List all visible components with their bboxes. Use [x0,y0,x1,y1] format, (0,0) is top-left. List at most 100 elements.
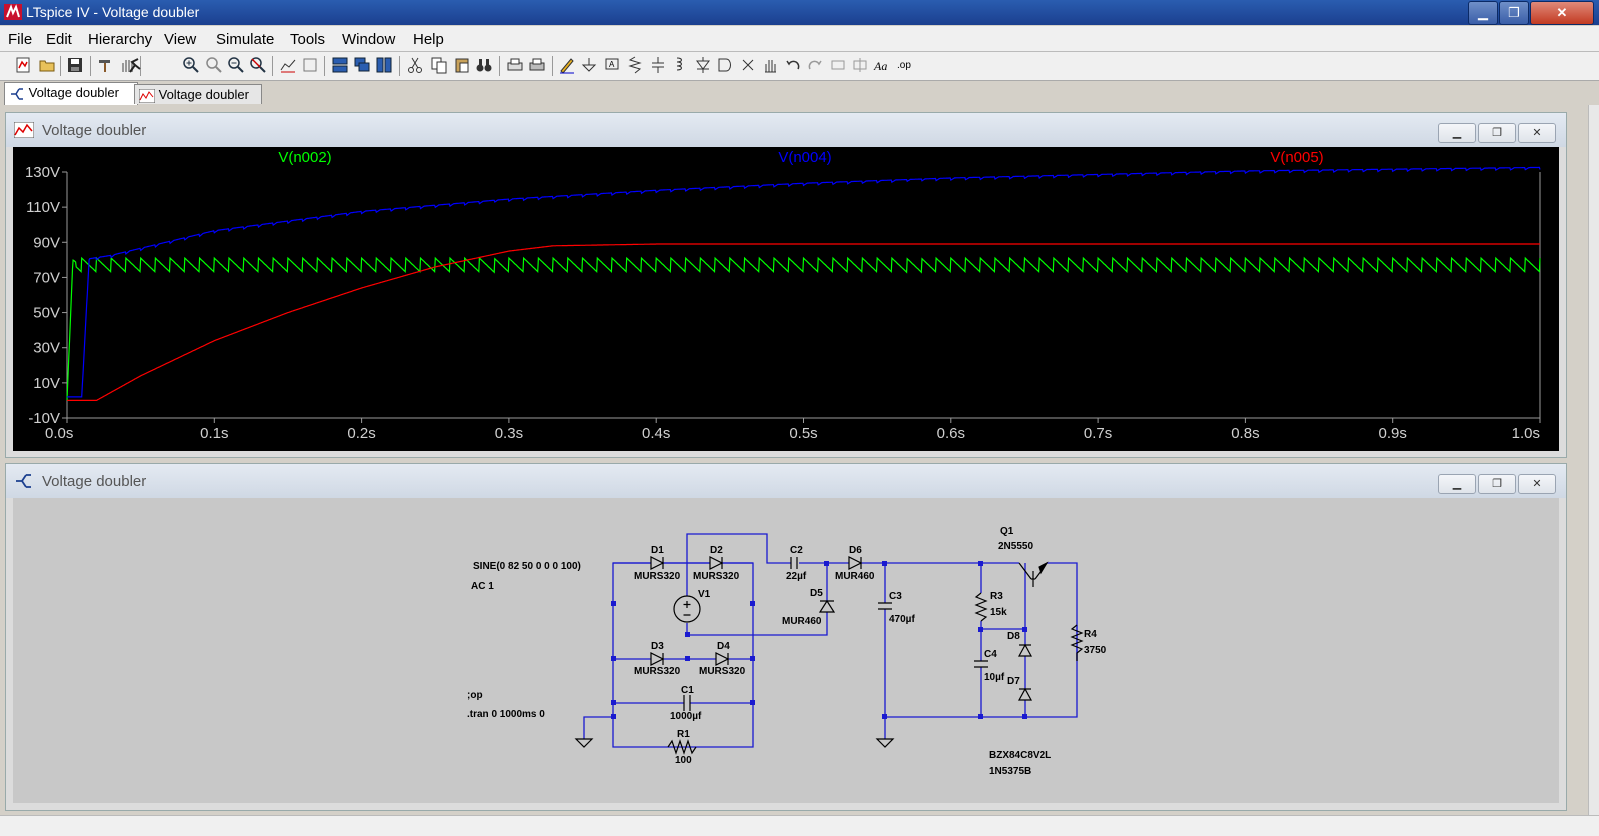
series-line-vn004 [67,166,1541,398]
plot-background [13,147,1559,451]
tile-horizontal-icon[interactable] [331,56,349,74]
d8-value: BZX84C8V2L [989,750,1051,761]
d2-value: MURS320 [693,571,740,582]
schematic-background [13,498,1559,803]
r3-label: R3 [990,591,1003,602]
menu-hierarchy[interactable]: Hierarchy [88,31,153,48]
document-tab-bar: Voltage doubler Voltage doubler [0,81,1599,105]
ground-icon[interactable] [580,56,598,74]
print-icon[interactable] [528,56,546,74]
sine-directive: SINE(0 82 50 0 0 0 100) [473,561,581,572]
x-tick-label: 1.0s [1512,425,1540,442]
tab-waveform[interactable]: Voltage doubler [134,84,262,104]
d2-label: D2 [710,545,723,556]
zoom-out-icon[interactable] [227,56,245,74]
text-icon[interactable]: Aa [873,56,891,74]
d1-label: D1 [651,545,664,556]
menu-edit[interactable]: Edit [46,31,72,48]
menu-view[interactable]: View [164,31,197,48]
drag-hand-icon[interactable] [761,56,779,74]
copy-icon[interactable] [430,56,448,74]
v1-label: V1 [698,589,711,600]
waveform-icon [14,122,34,138]
spice-directive-icon[interactable]: .op [896,56,914,74]
print-setup-icon[interactable] [506,56,524,74]
resistor-icon[interactable] [626,56,644,74]
open-folder-icon[interactable] [38,56,56,74]
run-icon[interactable] [126,56,144,74]
tile-vertical-icon[interactable] [375,56,393,74]
menu-simulate[interactable]: Simulate [216,31,275,48]
y-tick-label: 10V [33,375,60,392]
c4-label: C4 [984,649,997,660]
status-bar [0,815,1599,836]
y-tick-label: 30V [33,340,60,357]
mirror-icon[interactable] [851,56,869,74]
minimize-button[interactable]: ▁ [1468,1,1498,25]
title-bar: LTspice IV - Voltage doubler ▁ ❐ ✕ [0,0,1599,25]
paste-icon[interactable] [453,56,471,74]
series-legend-label: V(n004) [778,149,831,166]
d1-value: MURS320 [634,571,681,582]
schematic-close-button[interactable]: ✕ [1518,474,1556,494]
wires [583,533,1078,748]
zoom-in-icon[interactable] [182,56,200,74]
tab-schematic[interactable]: Voltage doubler [4,82,138,105]
mark-unused-pins-icon[interactable] [301,56,319,74]
x-tick-label: 0.0s [45,425,73,442]
menu-window[interactable]: Window [342,31,396,48]
find-binoculars-icon[interactable] [475,56,493,74]
rotate-component-icon[interactable] [829,56,847,74]
r4-label: R4 [1084,629,1097,640]
series-line-vn005 [67,243,1540,401]
diode-icon[interactable] [694,56,712,74]
r3-value: 15k [990,607,1007,618]
vertical-scrollbar[interactable] [1588,105,1599,815]
menu-bar: File Edit Hierarchy View Simulate Tools … [0,26,1599,52]
menu-help[interactable]: Help [413,31,444,48]
new-schematic-icon[interactable] [14,56,32,74]
menu-tools[interactable]: Tools [290,31,326,48]
d6-label: D6 [849,545,862,556]
close-button[interactable]: ✕ [1530,1,1594,25]
d7-value: 1N5375B [989,766,1031,777]
schematic-minimize-button[interactable]: ▁ [1438,474,1476,494]
r1-label: R1 [677,729,690,740]
label-net-icon[interactable]: A [603,56,621,74]
schematic-restore-button[interactable]: ❐ [1478,474,1516,494]
y-tick-label: 110V [26,199,60,216]
waveform-restore-button[interactable]: ❐ [1478,123,1516,143]
inductor-icon[interactable] [671,56,689,74]
rotate-icon[interactable] [739,56,757,74]
maximize-button[interactable]: ❐ [1499,1,1529,25]
y-tick-label: 130V [25,164,60,181]
waveform-minimize-button[interactable]: ▁ [1438,123,1476,143]
zoom-full-icon[interactable] [249,56,267,74]
capacitor-icon[interactable] [649,56,667,74]
waveform-close-button[interactable]: ✕ [1518,123,1556,143]
save-icon[interactable] [66,56,84,74]
redo-icon[interactable] [806,56,824,74]
halt-hand-icon[interactable] [118,56,136,74]
component-icon[interactable] [716,56,734,74]
d4-value: MURS320 [699,666,746,677]
c2-value: 22µf [786,571,807,582]
draw-wire-pencil-icon[interactable] [558,56,576,74]
autorange-icon[interactable] [279,56,297,74]
control-panel-hammer-icon[interactable] [96,56,114,74]
r1-value: 100 [675,755,692,766]
schematic-canvas[interactable]: SINE(0 82 50 0 0 0 100) AC 1 ;op .tran 0… [13,498,1559,803]
y-tick-label: 70V [33,269,60,286]
x-tick-label: 0.1s [200,425,228,442]
cascade-windows-icon[interactable] [353,56,371,74]
pan-icon[interactable] [205,56,223,74]
cut-icon[interactable] [406,56,424,74]
ltspice-logo-icon [4,4,22,20]
y-tick-label: 90V [33,234,60,251]
d5-value: MUR460 [782,616,822,627]
menu-file[interactable]: File [8,31,33,48]
undo-icon[interactable] [784,56,802,74]
svg-text:Aa: Aa [873,59,887,73]
